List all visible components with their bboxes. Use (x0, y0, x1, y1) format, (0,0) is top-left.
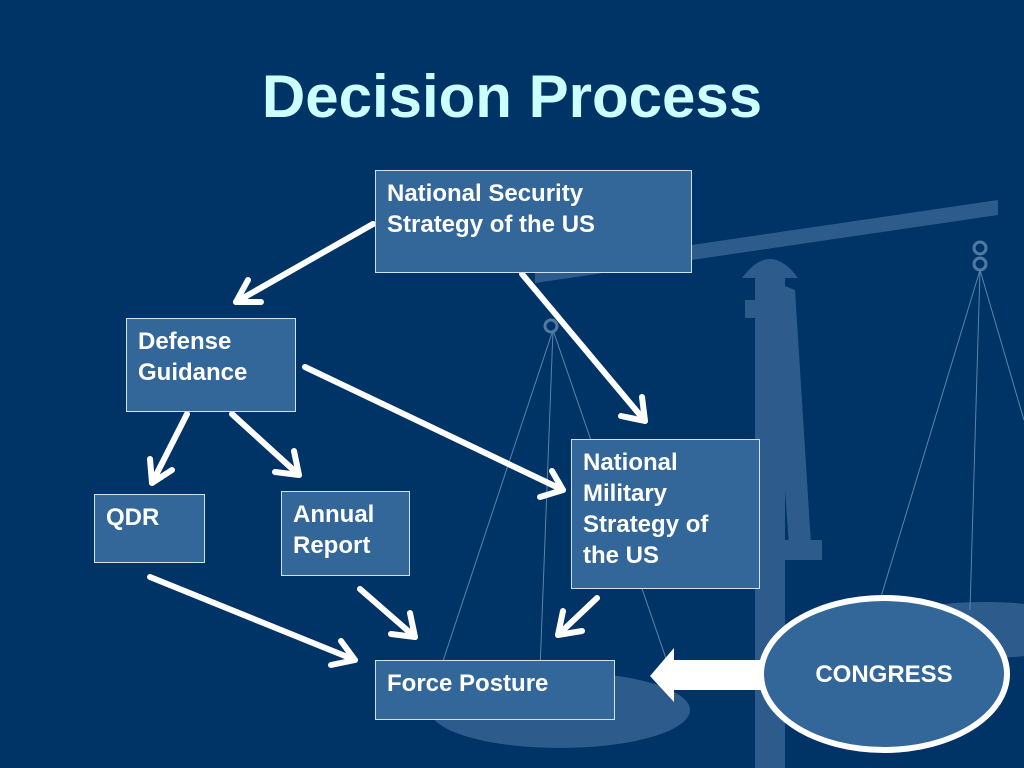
arrow-annual-report-to-force-posture (357, 586, 418, 640)
box-national-security-strategy: National Security Strategy of the US (375, 170, 692, 273)
arrow-qdr-to-force-posture (147, 574, 358, 668)
box-defense-guidance: Defense Guidance (126, 318, 296, 412)
arrow-defense-guidance-to-nms (302, 364, 566, 500)
arrow-congress-to-force-posture (650, 648, 762, 702)
box-national-military-strategy: National Military Strategy of the US (571, 439, 760, 589)
box-force-posture: Force Posture (375, 660, 615, 720)
box-annual-report: Annual Report (281, 491, 410, 576)
congress-ellipse: CONGRESS (758, 595, 1010, 753)
arrow-nss-to-defense-guidance (233, 221, 376, 305)
arrow-defense-guidance-to-annual-report (229, 411, 302, 478)
slide-title: Decision Process (261, 63, 763, 130)
arrow-nms-to-force-posture (555, 595, 600, 638)
box-qdr: QDR (94, 494, 205, 563)
arrow-nss-to-nms (519, 271, 648, 424)
arrow-defense-guidance-to-qdr (147, 411, 190, 486)
